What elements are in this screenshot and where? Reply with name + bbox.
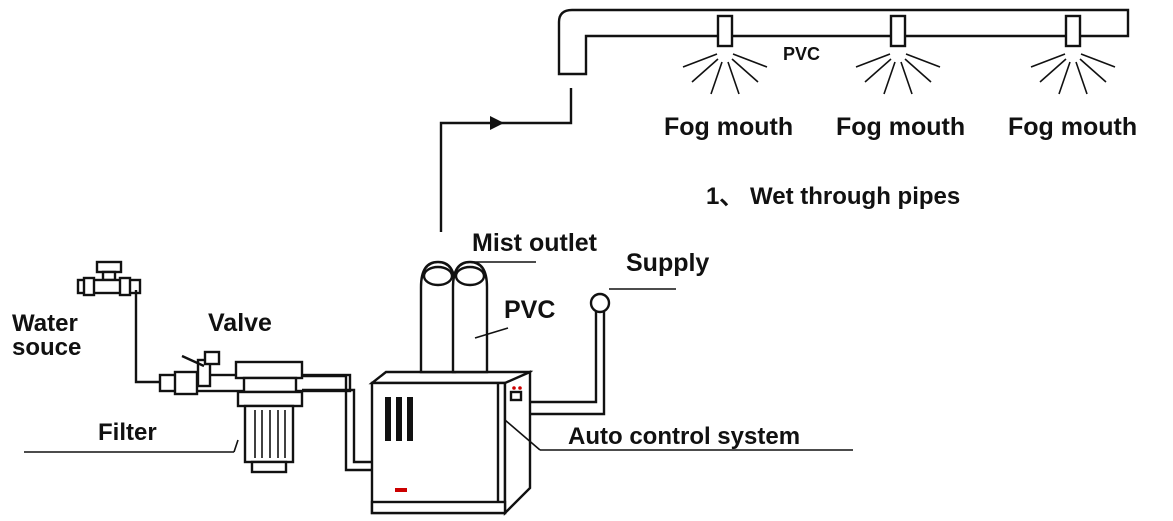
water-source-label-line2: souce xyxy=(12,334,81,361)
feed-pipe xyxy=(302,374,395,472)
spray-lines-icon xyxy=(855,53,941,95)
nozzle-3 xyxy=(1064,14,1082,48)
caption: 1、 Wet through pipes xyxy=(706,183,960,210)
pvc-top-label: PVC xyxy=(783,44,820,64)
nozzle-1 xyxy=(716,14,734,48)
pvc-side-label: PVC xyxy=(504,296,555,324)
top-pvc-pipe xyxy=(557,8,1130,76)
auto-control-label: Auto control system xyxy=(568,423,800,450)
mist-outlet-label: Mist outlet xyxy=(472,229,598,257)
fog-mouth-label-1: Fog mouth xyxy=(664,113,793,141)
water-source-label-line1: Water xyxy=(12,310,78,337)
spray-lines-icon xyxy=(1030,53,1116,95)
fog-mouth-label-2: Fog mouth xyxy=(836,113,965,141)
filter xyxy=(234,360,304,474)
fog-machine xyxy=(368,370,534,516)
spray-lines-icon xyxy=(682,53,768,95)
supply-line xyxy=(530,292,611,416)
source-line xyxy=(134,290,160,384)
flow-line xyxy=(439,88,573,232)
supply-label: Supply xyxy=(626,249,709,277)
nozzle-2 xyxy=(889,14,907,48)
arrow-right-icon xyxy=(490,116,504,130)
mist-outlet-pipes xyxy=(419,260,489,374)
filter-label: Filter xyxy=(98,419,157,446)
valve-label: Valve xyxy=(208,309,272,337)
leader-lines xyxy=(24,261,853,453)
valve xyxy=(173,350,221,396)
water-source-tap xyxy=(76,260,142,297)
fog-mouth-label-3: Fog mouth xyxy=(1008,113,1137,141)
